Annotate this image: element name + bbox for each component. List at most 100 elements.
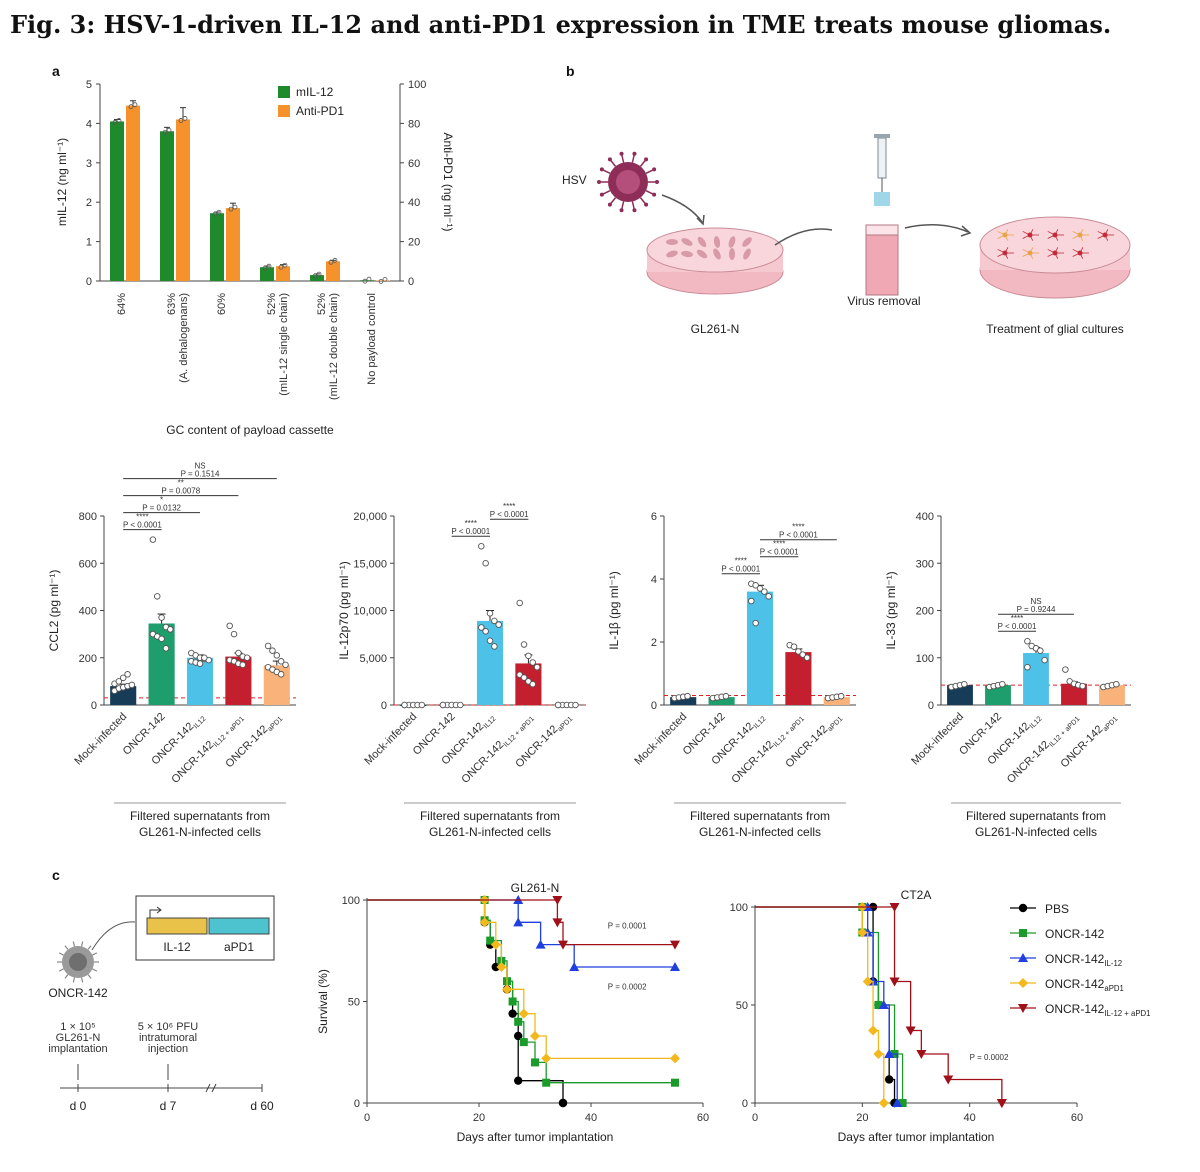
oncr142-virus-icon xyxy=(57,941,99,983)
il33-comparison-pvalue: P < 0.0001 xyxy=(998,622,1037,631)
il1b-data-point xyxy=(837,692,845,700)
il1b-data-point xyxy=(752,582,759,589)
glial-cell xyxy=(1002,250,1008,256)
timeline-d7: d 7 xyxy=(160,1099,177,1113)
il33-data-point xyxy=(1062,666,1069,673)
ccl2-category-label: Mock-infected xyxy=(72,711,129,768)
il1b-data-point xyxy=(684,692,691,700)
il1b-bar xyxy=(823,697,850,705)
il1b-y-tick-label: 0 xyxy=(651,700,657,712)
il1b-data-point xyxy=(790,643,798,650)
km_gl261-title: GL261-N xyxy=(511,881,560,895)
km_gl261-series-line xyxy=(367,899,675,968)
syringe-plunger xyxy=(874,134,890,138)
hsv-virus-knob xyxy=(632,151,637,156)
il1b-data-point xyxy=(752,619,759,627)
a-legend-antipd1: Anti-PD1 xyxy=(296,104,344,118)
virus-spike xyxy=(92,968,98,972)
ccl2-data-point xyxy=(282,661,289,669)
km_gl261-event-marker xyxy=(508,1009,517,1018)
step1-label: 1 × 10⁵ xyxy=(60,1021,95,1033)
petri-dish-gl261n xyxy=(646,227,784,295)
il12p70-category-label: ONCR-142IL12 + aPD1 xyxy=(459,711,536,788)
km_ct2a-event-marker xyxy=(878,1000,889,1009)
hsv-virus-icon xyxy=(597,151,659,213)
a-right-tick-label: 100 xyxy=(408,79,426,91)
a-data-point xyxy=(282,262,288,268)
il1b-comparison-stars: **** xyxy=(792,523,804,532)
tube-top xyxy=(865,224,899,236)
km_gl261-event-marker xyxy=(542,1078,551,1087)
a-right-tick-label: 80 xyxy=(408,118,420,130)
a-data-point xyxy=(178,118,184,123)
il1b-y-tick-label: 2 xyxy=(651,637,657,649)
il12p70-comparison-stars: **** xyxy=(503,502,515,511)
il1b-comparison-pvalue: P < 0.0001 xyxy=(760,548,799,557)
virus-core xyxy=(69,953,87,971)
il12p70-data-point xyxy=(439,701,447,709)
il12p70-y-tick-label: 15,000 xyxy=(353,558,387,570)
il1b-x-title-line2: GL261-N-infected cells xyxy=(699,825,821,839)
hsv-virus-knob xyxy=(644,157,649,162)
glial-cell xyxy=(1052,250,1058,256)
cell-shape xyxy=(681,250,693,258)
il1b-data-point xyxy=(722,692,730,700)
ccl2-data-point xyxy=(158,614,165,621)
a-right-tick-label: 0 xyxy=(408,276,414,288)
legend-marker xyxy=(1018,1004,1028,1013)
km_ct2a-x-axis-label: Days after tumor implantation xyxy=(838,1130,995,1144)
il33-data-point xyxy=(1024,637,1031,645)
a-bar xyxy=(176,119,190,282)
il1b-comparison-pvalue: P < 0.0001 xyxy=(779,531,818,540)
hsv-virus-spike xyxy=(609,197,617,205)
petri-dish-glial xyxy=(979,216,1131,299)
legend-marker xyxy=(1018,953,1028,962)
km_gl261-event-marker xyxy=(518,1008,529,1019)
il1b-comparison-pvalue: P < 0.0001 xyxy=(721,565,760,574)
il1b-y-axis-label: IL-1β (pg ml⁻¹) xyxy=(607,571,621,650)
glial-cell xyxy=(1077,232,1083,238)
hsv-virus-spike xyxy=(631,154,635,163)
hsv-virus-spike xyxy=(621,154,625,163)
hsv-virus-knob xyxy=(632,208,637,213)
a-bar xyxy=(126,105,140,281)
cell-shape xyxy=(666,239,678,245)
virus-spike xyxy=(72,977,76,983)
cell-shape xyxy=(729,248,735,260)
il1b-y-tick-label: 6 xyxy=(651,511,657,523)
cell-shape xyxy=(697,236,707,248)
il33-bar xyxy=(985,685,1011,705)
il33-comparison-pvalue: P = 0.9244 xyxy=(1017,605,1056,614)
km_gl261-end-marker xyxy=(671,1078,679,1087)
il12p70-x-title-line1: Filtered supernatants from xyxy=(420,809,560,823)
ccl2-y-tick-label: 400 xyxy=(79,606,97,618)
km_ct2a-end-marker xyxy=(878,1098,889,1108)
ccl2-data-point xyxy=(153,593,161,600)
il12p70-y-axis-label: IL-12p70 (pg ml⁻¹) xyxy=(337,561,351,659)
km_ct2a-event-marker xyxy=(873,1049,884,1059)
virus-spike xyxy=(80,977,84,983)
a-category-label: No payload control xyxy=(366,293,378,385)
a-category-label: (mIL-12 single chain) xyxy=(278,293,290,396)
ccl2-comparison-pvalue: P = 0.1514 xyxy=(181,470,220,479)
step2-label: intratumoral xyxy=(139,1032,197,1044)
km_gl261-end-marker xyxy=(670,940,680,950)
il1b-data-point xyxy=(795,648,802,655)
legend-label: ONCR-142IL-12 + aPD1 xyxy=(1045,1002,1151,1018)
a-legend-swatch-antipd1 xyxy=(278,105,290,117)
promoter-arrow xyxy=(149,909,160,918)
il12p70-data-point xyxy=(572,701,579,709)
km_ct2a-end-marker xyxy=(898,1099,907,1107)
il12-box-label: IL-12 xyxy=(163,940,191,954)
ccl2-comparison-stars: **** xyxy=(136,513,148,522)
a-bar xyxy=(210,213,224,281)
km_ct2a-title: CT2A xyxy=(901,888,932,902)
km_gl261-y-tick-label: 50 xyxy=(348,997,360,1009)
km_ct2a-event-marker xyxy=(874,1001,883,1009)
il12p70-y-tick-label: 0 xyxy=(381,700,387,712)
cell-shape xyxy=(728,236,736,248)
il1b-y-tick-label: 4 xyxy=(651,574,657,586)
il12p70-data-point xyxy=(520,641,528,648)
il12p70-data-point xyxy=(482,560,489,567)
a-category-label: 64% xyxy=(116,293,128,315)
